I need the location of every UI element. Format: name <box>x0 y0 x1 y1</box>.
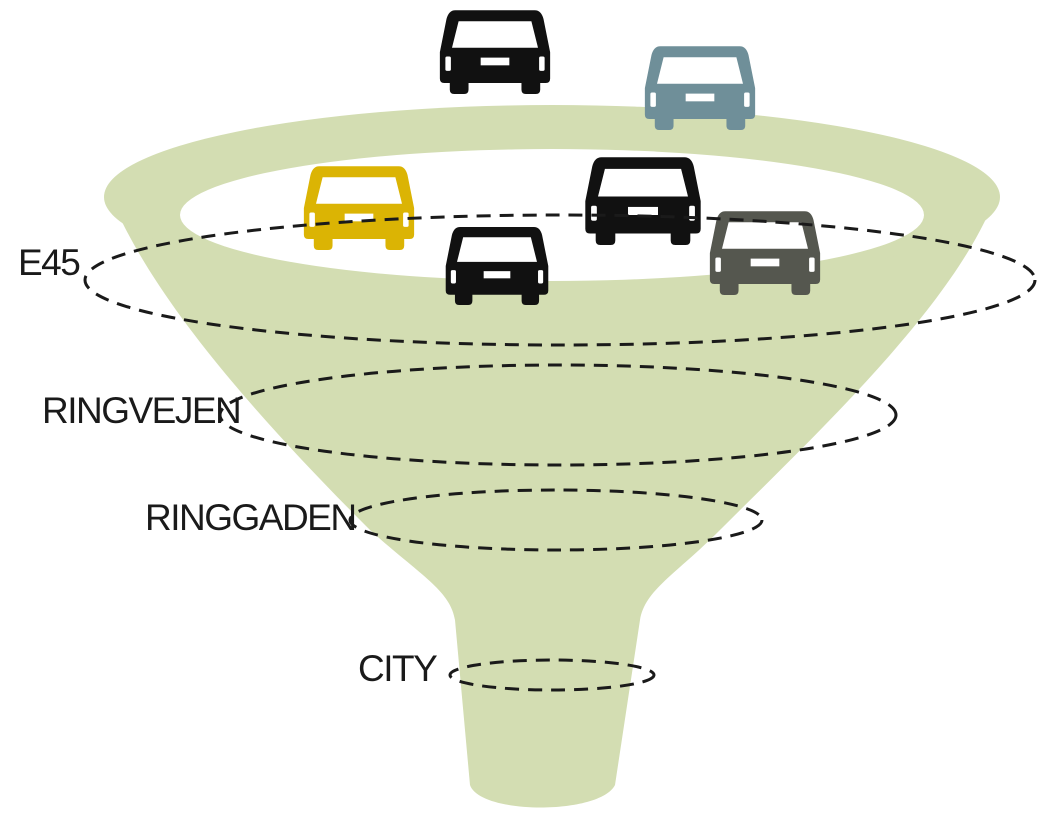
ring-ringvejen-dashes <box>218 363 898 467</box>
ring-ringgaden-dashes <box>348 488 764 552</box>
black-car-top-icon <box>439 10 551 94</box>
ring-label-ringvejen: RINGVEJEN <box>42 390 240 431</box>
funnel-body <box>108 190 998 808</box>
blue-grey-car-icon <box>644 46 756 130</box>
ring-e45-dashes <box>83 213 1037 347</box>
ring-label-city: CITY <box>358 648 437 689</box>
ring-label-e45: E45 <box>18 242 80 283</box>
funnel <box>104 105 1000 808</box>
ring-label-ringgaden: RINGGADEN <box>145 497 356 538</box>
ring-city-dashes <box>448 658 656 692</box>
ring-roads: E45 RINGVEJEN RINGGADEN CITY <box>18 213 1037 692</box>
